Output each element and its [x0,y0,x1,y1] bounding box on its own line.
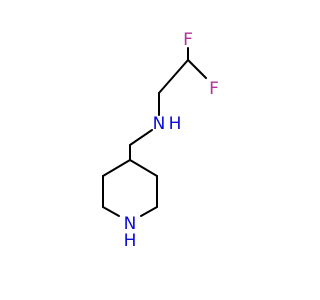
atom-h-ring: H [124,231,137,251]
atom-h-amine: H [169,114,182,134]
atom-f-right: F [209,79,219,99]
bond-cf2-f-right [187,59,207,79]
ring-bond-c2-n [102,206,120,217]
ring-bond-c5-c4 [129,159,158,177]
atom-f-top: F [183,30,193,50]
atom-n-ring: N [124,214,137,234]
bond-group [102,47,207,217]
bond-cf2-ch2 [158,59,189,94]
ring-bond-n-c6 [140,206,158,217]
bond-nh-linker [129,129,153,146]
ring-bond-c4-c3 [102,159,131,177]
chemical-structure-diagram: F F N H N H [102,30,219,251]
atom-n-amine: N [153,114,166,134]
